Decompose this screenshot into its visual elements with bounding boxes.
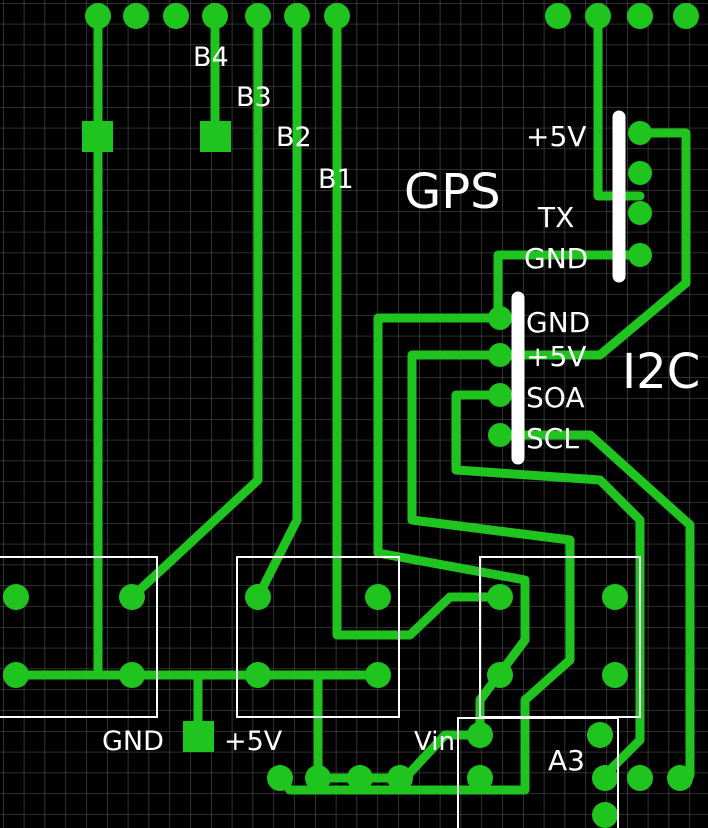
pad [202, 3, 228, 29]
pad [487, 662, 513, 688]
label-gps-plus5v: +5V [526, 120, 586, 153]
pad [305, 765, 331, 791]
trace-i2c-sda [451, 390, 645, 780]
button-outline-1 [0, 556, 158, 718]
pad-square [183, 721, 214, 752]
pad [467, 765, 493, 791]
pad [628, 201, 652, 225]
button-outline-2 [236, 556, 400, 718]
label-i2c-gnd: GND [526, 306, 590, 339]
pad [627, 765, 653, 791]
pads [3, 3, 699, 828]
pad [85, 3, 111, 29]
pad [628, 161, 652, 185]
pad [487, 584, 513, 610]
label-i2c-plus5v: +5V [526, 340, 586, 373]
pad [488, 343, 512, 367]
silkscreen-outlines [0, 556, 641, 828]
pad [587, 722, 613, 748]
pad [488, 306, 512, 330]
pad [119, 584, 145, 610]
pad-square [82, 121, 113, 152]
pad [673, 3, 699, 29]
pad [284, 3, 310, 29]
label-b4: B4 [193, 42, 229, 73]
label-gps-tx: TX [537, 201, 574, 234]
label-gps-title: GPS [404, 164, 501, 220]
pad [545, 3, 571, 29]
pad [585, 3, 611, 29]
pad [602, 662, 628, 688]
trace-b2 [253, 11, 302, 602]
pad [592, 802, 618, 828]
pad [3, 584, 29, 610]
pad [365, 662, 391, 688]
label-bottom-plus5v: +5V [224, 726, 283, 757]
label-vin: Vin [414, 727, 455, 757]
pad [488, 383, 512, 407]
label-b1: B1 [318, 164, 354, 195]
pad [602, 584, 628, 610]
label-i2c-scl: SCL [526, 422, 579, 455]
pad [123, 3, 149, 29]
pad [365, 584, 391, 610]
label-b3: B3 [236, 82, 272, 113]
pad [667, 765, 693, 791]
copper-traces [11, 11, 695, 795]
pad [628, 243, 652, 267]
label-i2c-title: I2C [622, 344, 700, 400]
pad-square [200, 121, 231, 152]
label-b2: B2 [276, 122, 312, 153]
pad [488, 423, 512, 447]
label-i2c-sda: SOA [526, 381, 584, 414]
silkscreen-bars [511, 110, 626, 465]
pad [387, 765, 413, 791]
pad [628, 121, 652, 145]
trace-gps-5v [593, 11, 645, 201]
pad [324, 3, 350, 29]
pad [119, 662, 145, 688]
label-gps-gnd: GND [524, 242, 588, 275]
trace-b3 [127, 11, 263, 602]
pad [245, 3, 271, 29]
pad [163, 3, 189, 29]
pad [592, 765, 618, 791]
a3-module-outline [457, 717, 619, 828]
trace-i2c-5v [275, 350, 575, 795]
pad [3, 662, 29, 688]
label-bottom-gnd: GND [102, 726, 164, 757]
trace-gps-gnd [493, 250, 645, 325]
label-a3: A3 [548, 744, 585, 777]
pad [347, 765, 373, 791]
pad [245, 584, 271, 610]
pad [267, 765, 293, 791]
trace-gps-loop [495, 128, 691, 360]
pad [467, 722, 493, 748]
pad [627, 3, 653, 29]
pad [245, 662, 271, 688]
trace-b1 [332, 11, 505, 640]
